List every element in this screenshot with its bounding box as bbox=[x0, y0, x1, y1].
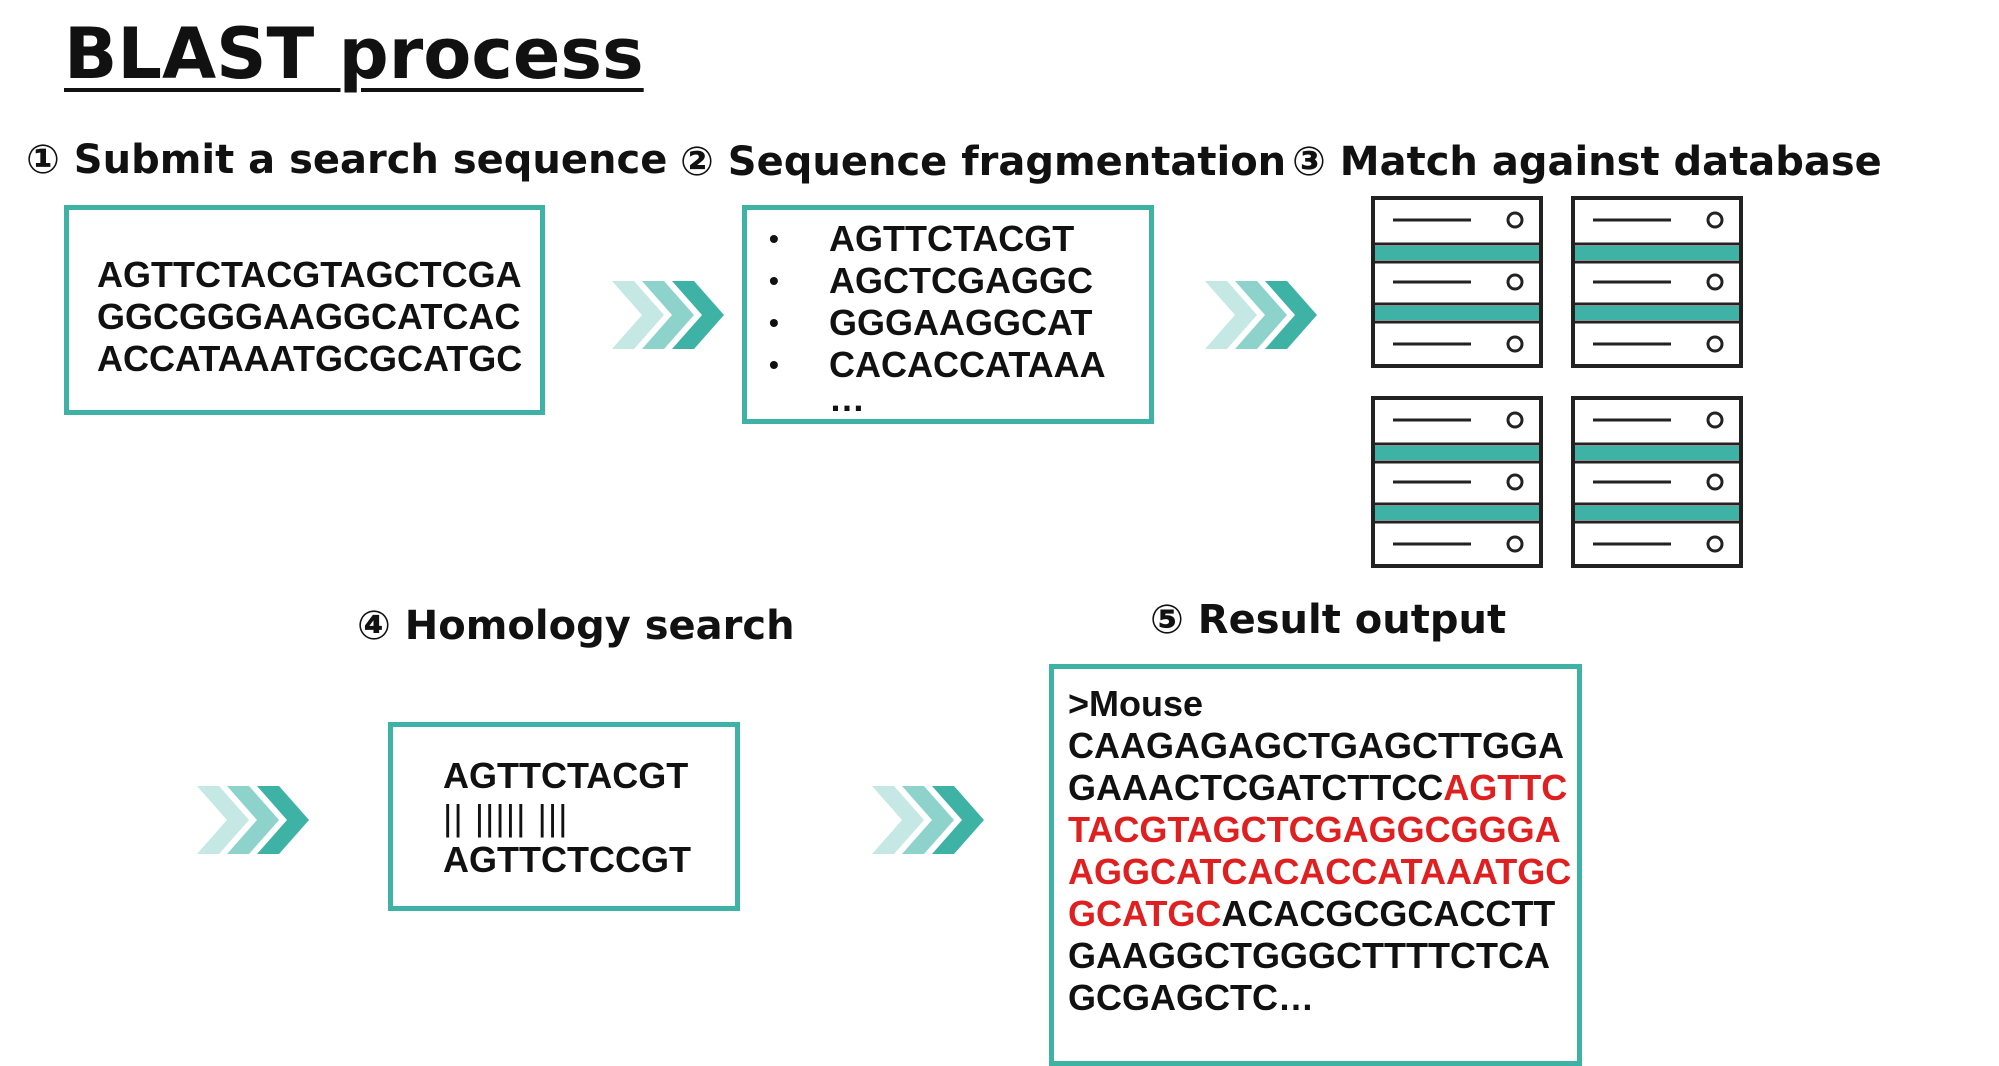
step-5-label: ⑤ Result output bbox=[1150, 597, 1507, 643]
matched-segment: AGTTC bbox=[1443, 767, 1568, 808]
matched-segment: AGGCATCACACCATAAATGC bbox=[1068, 851, 1572, 892]
query-line: AGTTCTACGTAGCTCGA bbox=[97, 254, 522, 295]
step-1-label: ① Submit a search sequence bbox=[26, 137, 668, 183]
fragment-more: … bbox=[829, 378, 865, 419]
result-line: GAAACTCGATCTTCCAGTTC bbox=[1068, 767, 1568, 808]
fragment-item: •CACACCATAAA bbox=[769, 344, 1106, 385]
fragment-item: •AGCTCGAGGC bbox=[769, 260, 1093, 301]
page-title: BLAST process bbox=[64, 13, 644, 95]
matched-segment: GCATGC bbox=[1068, 893, 1222, 934]
server-rack-icon bbox=[1371, 396, 1543, 568]
server-rack-icon bbox=[1571, 196, 1743, 368]
step-2-label: ② Sequence fragmentation bbox=[680, 139, 1287, 185]
query-sequence-text: AGTTCTACGTAGCTCGA GGCGGGAAGGCATCAC ACCAT… bbox=[97, 254, 522, 380]
result-text: >Mouse CAAGAGAGCTGAGCTTGGA GAAACTCGATCTT… bbox=[1068, 683, 1571, 1019]
step-4-label: ④ Homology search bbox=[357, 603, 795, 649]
alignment-top: AGTTCTACGT bbox=[443, 755, 689, 796]
alignment-box: AGTTCTACGT || ||||| ||| AGTTCTCCGT bbox=[388, 722, 740, 911]
alignment-text: AGTTCTACGT || ||||| ||| AGTTCTCCGT bbox=[443, 755, 691, 881]
alignment-bottom: AGTTCTCCGT bbox=[443, 839, 691, 880]
result-line: GCATGCACACGCGCACCTT bbox=[1068, 893, 1556, 934]
step-3-label: ③ Match against database bbox=[1292, 139, 1882, 185]
result-line: GCGAGCTC… bbox=[1068, 977, 1314, 1018]
query-line: GGCGGGAAGGCATCAC bbox=[97, 296, 521, 337]
bullet-icon: • bbox=[769, 349, 779, 380]
bullet-icon: • bbox=[769, 223, 779, 254]
matched-segment: TACGTAGCTCGAGGCGGGA bbox=[1068, 809, 1561, 850]
fragments-box: •AGTTCTACGT •AGCTCGAGGC •GGGAAGGCAT •CAC… bbox=[742, 205, 1154, 424]
result-box: >Mouse CAAGAGAGCTGAGCTTGGA GAAACTCGATCTT… bbox=[1049, 664, 1582, 1066]
chevron-arrow-icon bbox=[872, 786, 984, 854]
result-line: CAAGAGAGCTGAGCTTGGA bbox=[1068, 725, 1564, 766]
chevron-arrow-icon bbox=[612, 281, 724, 349]
query-line: ACCATAAATGCGCATGC bbox=[97, 338, 523, 379]
result-line: GAAGGCTGGGCTTTTCTCA bbox=[1068, 935, 1550, 976]
fragment-list: •AGTTCTACGT •AGCTCGAGGC •GGGAAGGCAT •CAC… bbox=[747, 218, 1106, 419]
result-header: >Mouse bbox=[1068, 683, 1204, 724]
chevron-arrow-icon bbox=[197, 786, 309, 854]
bullet-icon: • bbox=[769, 265, 779, 296]
server-rack-icon bbox=[1571, 396, 1743, 568]
fragment-item: •GGGAAGGCAT bbox=[769, 302, 1093, 343]
server-rack-icon bbox=[1371, 196, 1543, 368]
fragment-item: •AGTTCTACGT bbox=[769, 218, 1075, 259]
query-sequence-box: AGTTCTACGTAGCTCGA GGCGGGAAGGCATCAC ACCAT… bbox=[64, 205, 545, 415]
bullet-icon: • bbox=[769, 307, 779, 338]
alignment-bars: || ||||| ||| bbox=[443, 797, 569, 838]
chevron-arrow-icon bbox=[1205, 281, 1317, 349]
